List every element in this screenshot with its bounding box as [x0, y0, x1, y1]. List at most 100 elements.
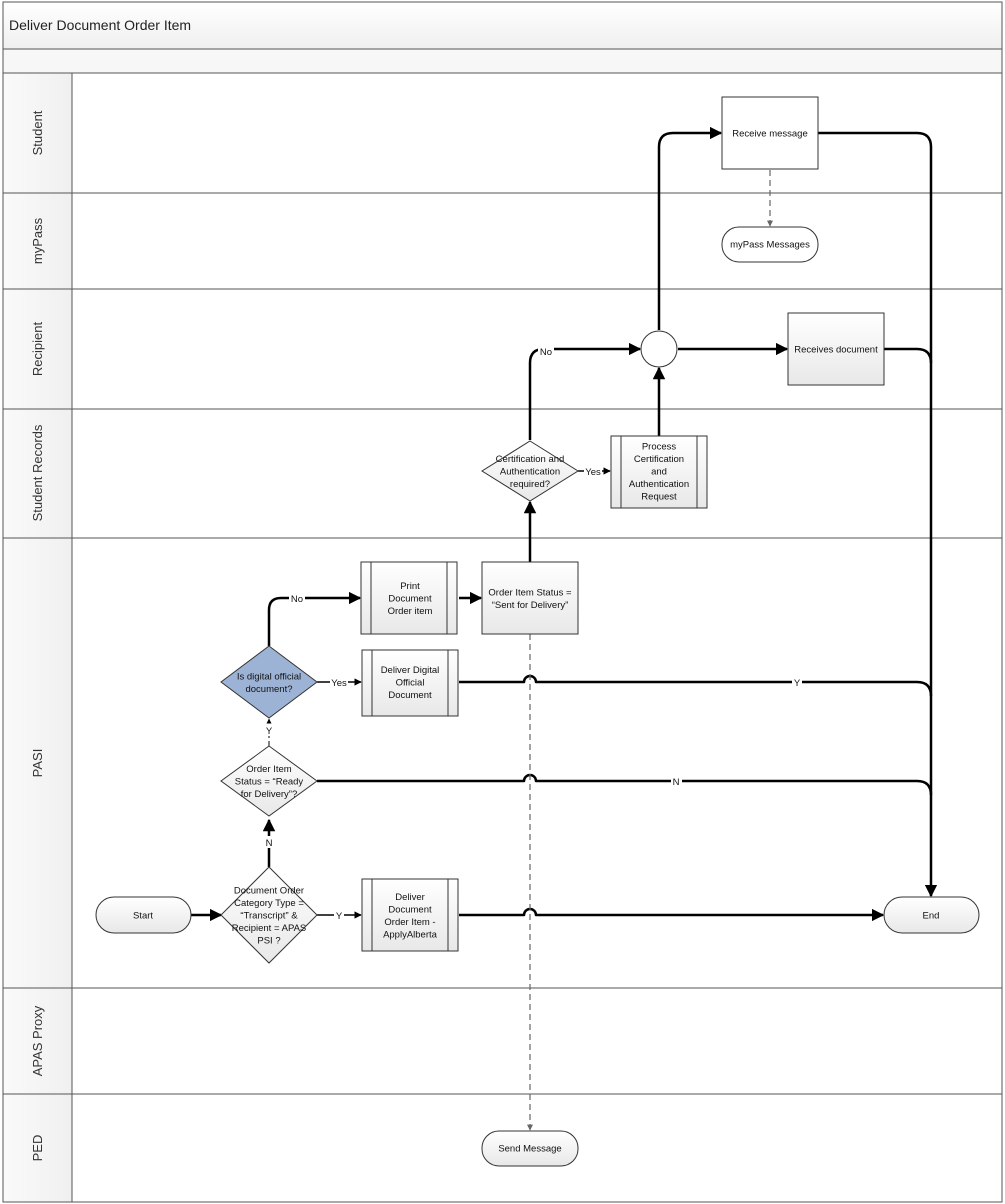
node-label-line: Deliver — [395, 892, 425, 903]
node-label-send-msg: Send Message — [498, 1144, 561, 1155]
node-label-line: Order Item — [246, 764, 291, 775]
node-label-line: Request — [641, 492, 677, 503]
node-label-line: Is digital official — [237, 671, 301, 682]
header-spacer-band — [2, 48, 1003, 74]
decision-status-ready — [220, 745, 318, 817]
node-label-line: End — [923, 911, 940, 922]
lane-mypass: myPass — [2, 192, 1003, 290]
end-terminator — [883, 896, 980, 934]
node-label-recv-doc: Receives document — [794, 345, 878, 356]
lane-label-student-records: Student Records — [30, 424, 45, 521]
node-label-t-status: Order Item Status = “Sent for Delivery” — [488, 587, 572, 611]
node-label-line: Certification — [634, 454, 684, 465]
node-label-mypass-msgs: myPass Messages — [730, 240, 810, 251]
edge-label-y2: Y — [266, 726, 273, 737]
edge-label-n1: N — [266, 838, 273, 849]
decision-cert-required — [481, 440, 579, 502]
decision-is-digital — [220, 645, 318, 719]
node-label-line: Document — [388, 594, 432, 605]
lane-label-recipient: Recipient — [30, 322, 45, 377]
node-label-line: myPass Messages — [730, 240, 810, 251]
node-label-line: and — [651, 467, 667, 478]
edge-label-no-cert: No — [540, 347, 552, 358]
node-label-line: Start — [133, 911, 153, 922]
node-label-d-digital: Is digital official document? — [237, 671, 301, 695]
node-label-line: for Delivery”? — [241, 789, 298, 800]
connectors — [191, 126, 938, 1131]
node-label-line: Authentication — [500, 467, 560, 478]
edge-label-y-digital-end: Y — [794, 678, 801, 689]
node-label-line: Print — [400, 581, 420, 592]
subprocess-deliver-applyalberta — [361, 878, 459, 952]
start-terminator — [95, 896, 192, 934]
node-label-line: ApplyAlberta — [383, 929, 438, 940]
node-label-line: Authentication — [629, 479, 689, 490]
edge-label-y1: Y — [336, 911, 343, 922]
node-label-line: Document — [388, 690, 432, 701]
node-label-line: Receive message — [732, 129, 808, 140]
terminator-send-message — [481, 1130, 579, 1167]
node-label-recv-msg: Receive message — [732, 129, 808, 140]
node-label-line: Category Type = — [234, 898, 304, 909]
node-label-line: Process — [642, 442, 677, 453]
decision-category-transcript — [220, 866, 318, 964]
connector-receives-doc-to-end — [884, 347, 933, 364]
subprocess-deliver-digital — [361, 649, 459, 717]
node-label-line: “Transcript” & — [240, 911, 298, 922]
connector-deliver-digital-to-end — [459, 674, 933, 697]
shapes — [95, 96, 980, 1167]
node-label-start: Start — [133, 911, 153, 922]
lane-label-pasi: PASI — [30, 749, 45, 778]
node-label-line: PSI ? — [257, 936, 280, 947]
node-label-line: Certification and — [496, 454, 565, 465]
connector-receive-msg-to-end — [818, 131, 938, 898]
node-label-line: document? — [245, 684, 292, 695]
edge-labels: Y N Y N Yes No Y Yes No — [264, 343, 802, 922]
node-label-line: Deliver Digital — [381, 665, 440, 676]
task-receive-message — [721, 96, 819, 170]
node-label-line: Document — [388, 904, 432, 915]
lane-ped: PED — [2, 1093, 1003, 1203]
node-label-line: Order Item Status = — [488, 587, 572, 598]
lane-label-student: Student — [30, 110, 45, 155]
lane-student: Student — [2, 72, 1003, 194]
task-receives-document — [787, 312, 885, 386]
edge-label-no-digital: No — [291, 594, 303, 605]
node-label-line: Order Item - — [384, 917, 435, 928]
merge-junction — [640, 330, 678, 368]
datastore-mypass-messages — [721, 226, 819, 263]
edge-label-n2: N — [673, 777, 680, 788]
edge-label-yes-cert: Yes — [585, 467, 601, 478]
connector-merge-to-receive-msg — [657, 126, 723, 330]
lanes: Student myPass Recipient Student Records… — [2, 72, 1003, 1203]
node-label-line: Send Message — [498, 1144, 561, 1155]
node-label-line: required? — [510, 479, 550, 490]
lane-label-apas-proxy: APAS Proxy — [30, 1005, 45, 1076]
connector-status-no-to-end — [317, 773, 933, 796]
node-label-line: Document Order — [234, 886, 304, 897]
node-label-end: End — [923, 911, 940, 922]
lane-label-ped: PED — [30, 1135, 45, 1162]
node-label-line: “Sent for Delivery” — [492, 600, 569, 611]
diagram-title: Deliver Document Order Item — [9, 17, 191, 33]
edge-label-yes-digital: Yes — [331, 678, 347, 689]
task-status-sent-for-delivery — [481, 561, 579, 635]
node-label-line: Receives document — [794, 345, 878, 356]
subprocess-process-certification — [610, 435, 708, 509]
node-label-line: Official — [396, 678, 425, 689]
node-label-line: Status = “Ready — [235, 777, 304, 788]
node-label-line: Recipient = APAS — [232, 923, 307, 934]
subprocess-print-document — [360, 561, 458, 635]
lane-apas-proxy: APAS Proxy — [2, 987, 1003, 1095]
connector-digital-no-to-print — [267, 591, 362, 646]
node-label-line: Order item — [388, 606, 433, 617]
